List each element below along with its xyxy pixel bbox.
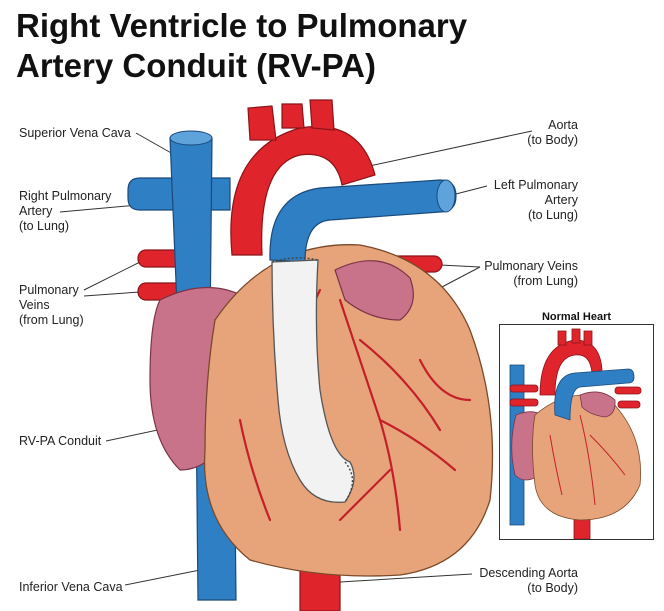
normal-heart-inset — [499, 324, 654, 540]
label-pulmonary-veins-left: Pulmonary Veins (from Lung) — [19, 283, 84, 327]
inset-title: Normal Heart — [541, 311, 612, 323]
left-atrial-appendage — [334, 260, 414, 321]
leader-lines — [59, 130, 533, 586]
normal-heart-illustration — [509, 328, 642, 540]
title-line-1: Right Ventricle to Pulmonary — [16, 7, 468, 44]
title-line-2: Artery Conduit (RV-PA) — [16, 47, 376, 84]
pulmonary-artery — [269, 179, 457, 263]
diagram-title: Right Ventricle to Pulmonary Artery Cond… — [16, 6, 467, 86]
label-left-pulmonary-artery: Left Pulmonary Artery (to Lung) — [493, 178, 578, 222]
label-pulmonary-veins-right: Pulmonary Veins (from Lung) — [484, 259, 578, 288]
label-right-pulmonary-artery: Right Pulmonary Artery (to Lung) — [19, 189, 112, 233]
label-superior-vena-cava: Superior Vena Cava — [19, 126, 131, 140]
label-aorta: Aorta (to Body) — [527, 118, 578, 147]
label-inferior-vena-cava: Inferior Vena Cava — [19, 580, 123, 594]
aortic-arch — [230, 125, 376, 256]
label-rv-pa-conduit: RV-PA Conduit — [19, 434, 102, 448]
label-descending-aorta: Descending Aorta (to Body) — [479, 566, 578, 595]
rv-pa-conduit — [271, 259, 355, 503]
aortic-branches — [247, 99, 335, 141]
